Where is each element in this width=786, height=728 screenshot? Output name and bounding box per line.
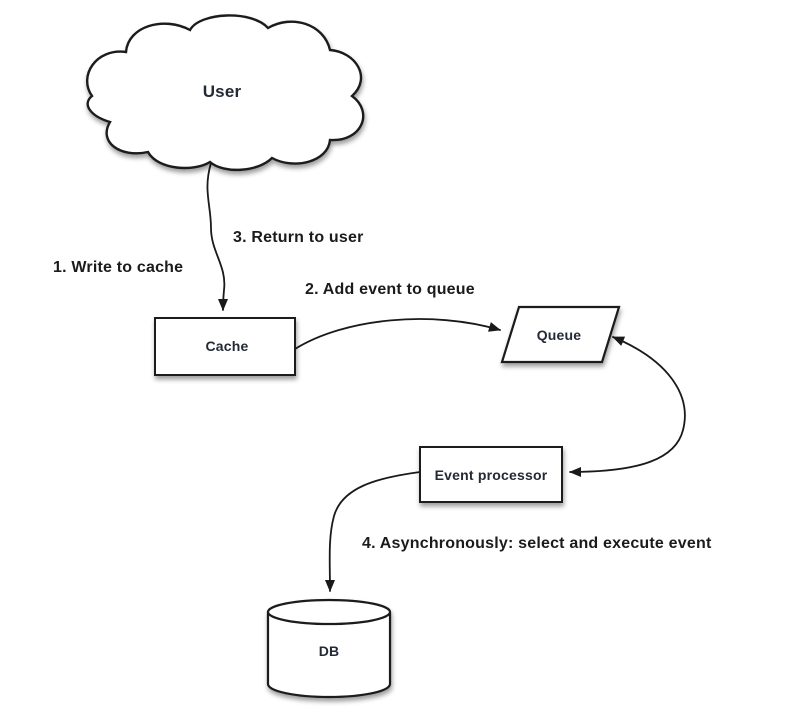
queue-label: Queue xyxy=(537,327,582,343)
arrow-event-processor-to-db xyxy=(324,471,421,592)
db-label: DB xyxy=(319,643,340,659)
cache-label: Cache xyxy=(205,338,248,354)
cache-box xyxy=(154,317,296,376)
step4-label: 4. Asynchronously: select and execute ev… xyxy=(362,535,712,552)
db-node xyxy=(266,598,392,699)
db-cylinder-top xyxy=(266,598,392,626)
event-processor-label: Event processor xyxy=(435,467,548,483)
step3-label: 3. Return to user xyxy=(233,229,364,246)
cloud-shape xyxy=(86,14,365,172)
db-cylinder-body xyxy=(266,612,392,699)
arrow-queue-event-processor-bidirectional xyxy=(569,336,686,477)
user-cloud-node xyxy=(86,14,365,172)
arrow-cache-to-queue xyxy=(294,318,501,350)
step1-label: 1. Write to cache xyxy=(53,259,183,276)
event-processor-node xyxy=(419,446,563,503)
queue-node xyxy=(500,305,621,364)
arrow-user-to-cache xyxy=(206,162,229,311)
user-label: User xyxy=(203,82,242,101)
cache-node xyxy=(154,317,296,376)
queue-parallelogram xyxy=(500,305,621,364)
step2-label: 2. Add event to queue xyxy=(305,281,475,298)
event-processor-box xyxy=(419,446,563,503)
